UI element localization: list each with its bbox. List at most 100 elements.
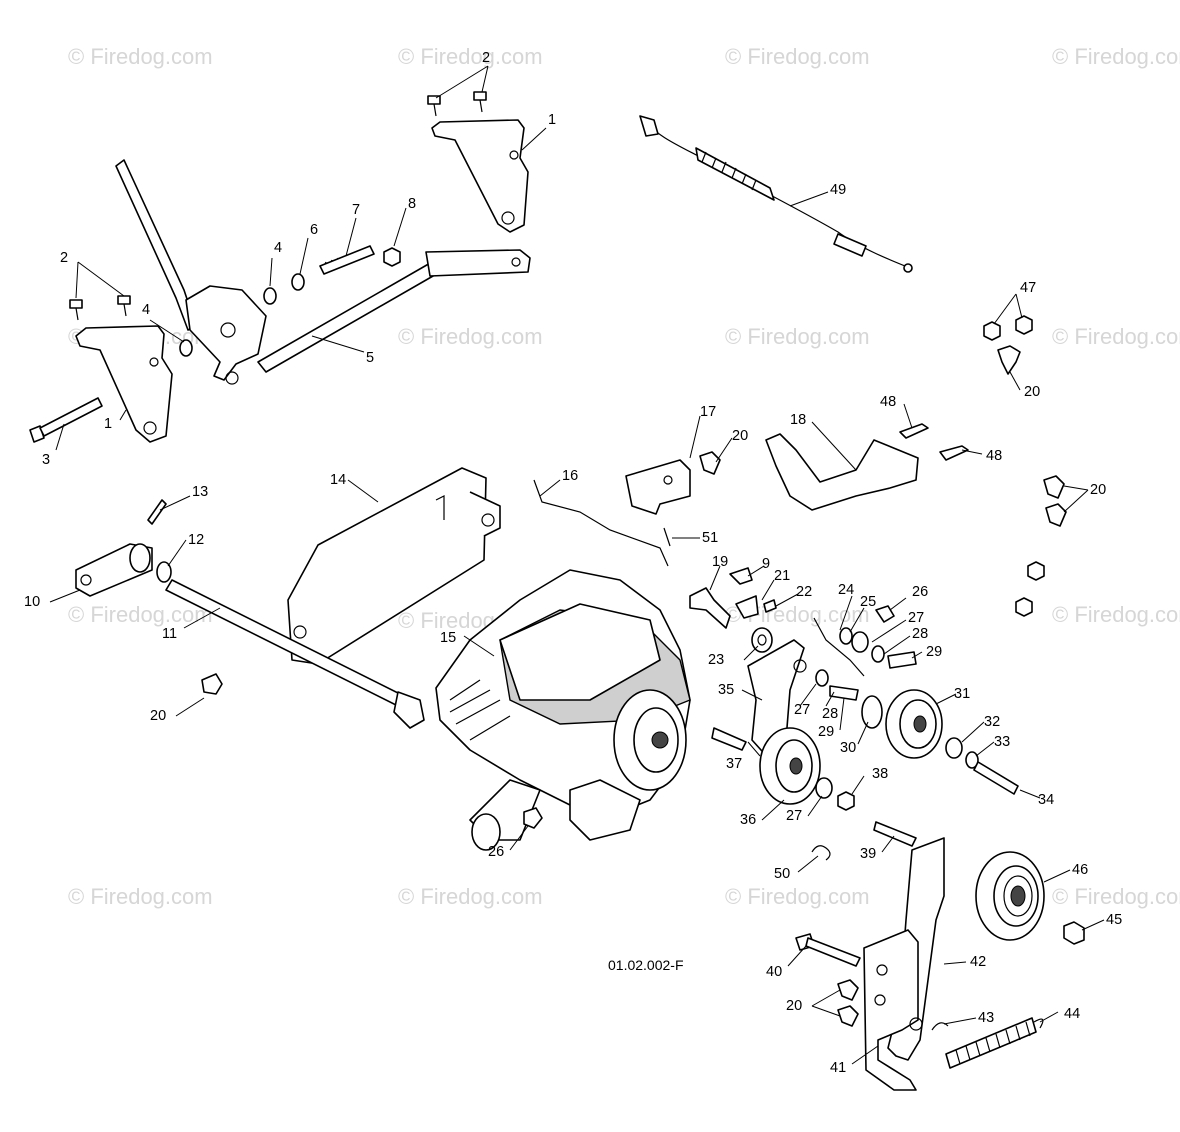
cotter-51 (663, 527, 671, 547)
callout-35: 35 (718, 682, 734, 698)
cable-49 (639, 115, 913, 273)
callout-12: 12 (188, 532, 204, 548)
watermark: © Firedog.com (1052, 44, 1180, 69)
watermark: © Firedog.com (1052, 324, 1180, 349)
callout-22: 22 (796, 584, 812, 600)
callout-28: 28 (912, 626, 928, 642)
nuts-47-mid (1015, 561, 1045, 617)
callout-30: 30 (840, 740, 856, 756)
leader-lines (49, 65, 1105, 1065)
callout-36: 36 (740, 812, 756, 828)
callout-44: 44 (1064, 1006, 1080, 1022)
callout-20: 20 (786, 998, 802, 1014)
callout-25: 25 (860, 594, 876, 610)
callout-10: 10 (24, 594, 40, 610)
pulley-46 (975, 851, 1045, 941)
callout-46: 46 (1072, 862, 1088, 878)
callout-5: 5 (366, 350, 374, 366)
hook-43 (931, 1022, 949, 1031)
callout-49: 49 (830, 182, 846, 198)
callout-18: 18 (790, 412, 806, 428)
bolts-20-lower (837, 979, 859, 1027)
callout-7: 7 (352, 202, 360, 218)
bolt-20-left (201, 673, 223, 695)
bolts-20-right (1043, 475, 1067, 527)
bolt-20-mid (699, 451, 721, 475)
washer-27-nut-38 (815, 777, 855, 811)
watermark: © Firedog.com (725, 324, 870, 349)
callout-8: 8 (408, 196, 416, 212)
callout-1: 1 (104, 416, 112, 432)
callout-45: 45 (1106, 912, 1122, 928)
nut-45 (1063, 921, 1085, 945)
bracket-17 (625, 459, 691, 515)
callout-4: 4 (274, 240, 282, 256)
callout-20: 20 (1090, 482, 1106, 498)
bracket-right (431, 119, 529, 233)
pulley-31 (885, 689, 943, 759)
shaft-5 (257, 249, 531, 373)
callout-27: 27 (786, 808, 802, 824)
bolt-9 (729, 567, 753, 585)
callout-24: 24 (838, 582, 854, 598)
watermark: © Firedog.com (1052, 884, 1180, 909)
callout-20: 20 (150, 708, 166, 724)
callout-20: 20 (1024, 384, 1040, 400)
callout-40: 40 (766, 964, 782, 980)
panel-14 (287, 467, 501, 665)
callout-51: 51 (702, 530, 718, 546)
washer-23 (751, 627, 773, 653)
callout-labels: 2 1 2 49 47 20 1 3 4 4 6 7 8 5 13 14 12 … (24, 50, 1122, 1076)
shaft-11 (75, 499, 425, 729)
clip-21-22 (735, 595, 777, 619)
callout-14: 14 (330, 472, 346, 488)
callout-33: 33 (994, 734, 1010, 750)
spring-50 (811, 845, 831, 861)
watermark: © Firedog.com (68, 602, 213, 627)
callout-42: 42 (970, 954, 986, 970)
callout-20: 20 (732, 428, 748, 444)
spring-44 (945, 1017, 1044, 1069)
transaxle-15 (435, 569, 691, 851)
callout-34: 34 (1038, 792, 1054, 808)
callout-23: 23 (708, 652, 724, 668)
bolt-26 (523, 807, 543, 829)
hardware-25-29 (815, 605, 917, 701)
callout-6: 6 (310, 222, 318, 238)
bracket-left (69, 295, 173, 443)
callout-9: 9 (762, 556, 770, 572)
callout-31: 31 (954, 686, 970, 702)
callout-15: 15 (440, 630, 456, 646)
washers-spring (179, 245, 401, 357)
callout-4: 4 (142, 302, 150, 318)
watermark: © Firedog.com (398, 44, 543, 69)
callout-47: 47 (1020, 280, 1036, 296)
callout-26: 26 (488, 844, 504, 860)
bracket-18 (765, 433, 919, 511)
callout-21: 21 (774, 568, 790, 584)
watermark: © Firedog.com (725, 44, 870, 69)
bracket-41 (863, 929, 923, 1091)
callout-29: 29 (926, 644, 942, 660)
pins-48 (899, 423, 969, 461)
callout-3: 3 (42, 452, 50, 468)
spacer-30 (861, 695, 883, 729)
callout-38: 38 (872, 766, 888, 782)
bolt-39 (873, 821, 917, 847)
callout-1: 1 (548, 112, 556, 128)
callout-43: 43 (978, 1010, 994, 1026)
watermark: © Firedog.com (725, 884, 870, 909)
callout-32: 32 (984, 714, 1000, 730)
callout-29: 29 (818, 724, 834, 740)
callout-39: 39 (860, 846, 876, 862)
callout-2: 2 (482, 50, 490, 66)
watermark: © Firedog.com (68, 884, 213, 909)
rod-24 (813, 617, 865, 677)
diagram-code: 01.02.002-F (608, 957, 684, 973)
bolts-top (427, 91, 487, 117)
callout-28: 28 (822, 706, 838, 722)
callout-19: 19 (712, 554, 728, 570)
callout-27: 27 (794, 702, 810, 718)
bolt-37 (711, 727, 747, 751)
